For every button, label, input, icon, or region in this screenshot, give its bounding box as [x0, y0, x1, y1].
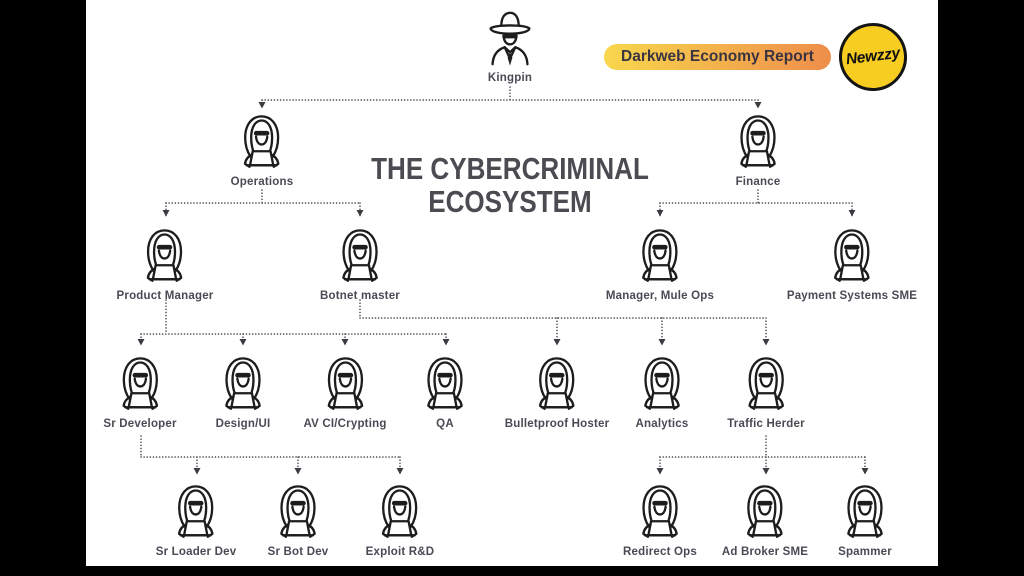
chart-title: THE CYBERCRIMINAL ECOSYSTEM — [345, 152, 676, 218]
org-node-qa: QA — [414, 354, 476, 430]
org-node-redirect-ops: Redirect Ops — [623, 482, 697, 558]
node-label: Redirect Ops — [623, 546, 697, 558]
hooded-hacker-icon — [414, 354, 476, 416]
hooded-hacker-icon — [735, 354, 797, 416]
mafia-boss-icon — [479, 8, 541, 70]
node-label: Exploit R&D — [365, 546, 435, 558]
hooded-hacker-icon — [231, 112, 293, 174]
hooded-hacker-icon — [329, 226, 391, 288]
hooded-hacker-icon — [314, 354, 376, 416]
org-node-exploit-rd: Exploit R&D — [366, 482, 435, 558]
node-label: QA — [436, 418, 454, 430]
hooded-hacker-icon — [629, 226, 691, 288]
org-node-analytics: Analytics — [631, 354, 693, 430]
node-label: Traffic Herder — [727, 418, 805, 430]
hooded-hacker-icon — [727, 112, 789, 174]
node-label: Sr Loader Dev — [155, 546, 237, 558]
hooded-hacker-icon — [631, 354, 693, 416]
org-node-spammer: Spammer — [834, 482, 896, 558]
hooded-hacker-icon — [267, 482, 329, 544]
report-badge: Darkweb Economy Report — [604, 44, 831, 70]
org-node-ad-broker-sme: Ad Broker SME — [722, 482, 808, 558]
hooded-hacker-icon — [734, 482, 796, 544]
org-node-manager-mule-ops: Manager, Mule Ops — [606, 226, 714, 302]
node-label: Design/UI — [215, 418, 271, 430]
hooded-hacker-icon — [629, 482, 691, 544]
node-label: Sr Bot Dev — [267, 546, 329, 558]
org-node-sr-developer: Sr Developer — [103, 354, 176, 430]
org-node-operations: Operations — [231, 112, 294, 188]
node-label: Operations — [230, 176, 294, 188]
org-node-finance: Finance — [727, 112, 789, 188]
org-node-sr-loader-dev: Sr Loader Dev — [156, 482, 237, 558]
newzzy-logo-text: Newzzy — [844, 44, 901, 69]
org-node-payment-systems-sme: Payment Systems SME — [787, 226, 917, 302]
node-label: Product Manager — [116, 290, 214, 302]
hooded-hacker-icon — [212, 354, 274, 416]
hooded-hacker-icon — [165, 482, 227, 544]
node-label: Ad Broker SME — [721, 546, 809, 558]
hooded-hacker-icon — [834, 482, 896, 544]
org-node-kingpin: Kingpin — [479, 8, 541, 84]
hooded-hacker-icon — [109, 354, 171, 416]
hooded-hacker-icon — [526, 354, 588, 416]
org-node-sr-bot-dev: Sr Bot Dev — [267, 482, 329, 558]
node-label: Manager, Mule Ops — [605, 290, 715, 302]
chart-title-line2: ECOSYSTEM — [428, 184, 592, 219]
org-node-product-manager: Product Manager — [117, 226, 214, 302]
org-node-traffic-herder: Traffic Herder — [727, 354, 805, 430]
chart-title-line1: THE CYBERCRIMINAL — [371, 151, 649, 186]
node-label: Botnet master — [320, 290, 400, 302]
org-node-botnet-master: Botnet master — [320, 226, 400, 302]
hooded-hacker-icon — [821, 226, 883, 288]
node-label: Payment Systems SME — [786, 290, 918, 302]
hooded-hacker-icon — [369, 482, 431, 544]
org-node-av-ci-crypting: AV CI/Crypting — [303, 354, 386, 430]
node-label: Bulletproof Hoster — [504, 418, 610, 430]
node-label: Analytics — [635, 418, 689, 430]
node-label: Finance — [735, 176, 781, 188]
node-label: Kingpin — [487, 72, 533, 84]
org-node-bulletproof-hoster: Bulletproof Hoster — [505, 354, 610, 430]
node-label: AV CI/Crypting — [303, 418, 387, 430]
org-node-design-ui: Design/UI — [212, 354, 274, 430]
node-label: Spammer — [838, 546, 892, 558]
hooded-hacker-icon — [134, 226, 196, 288]
node-label: Sr Developer — [103, 418, 177, 430]
